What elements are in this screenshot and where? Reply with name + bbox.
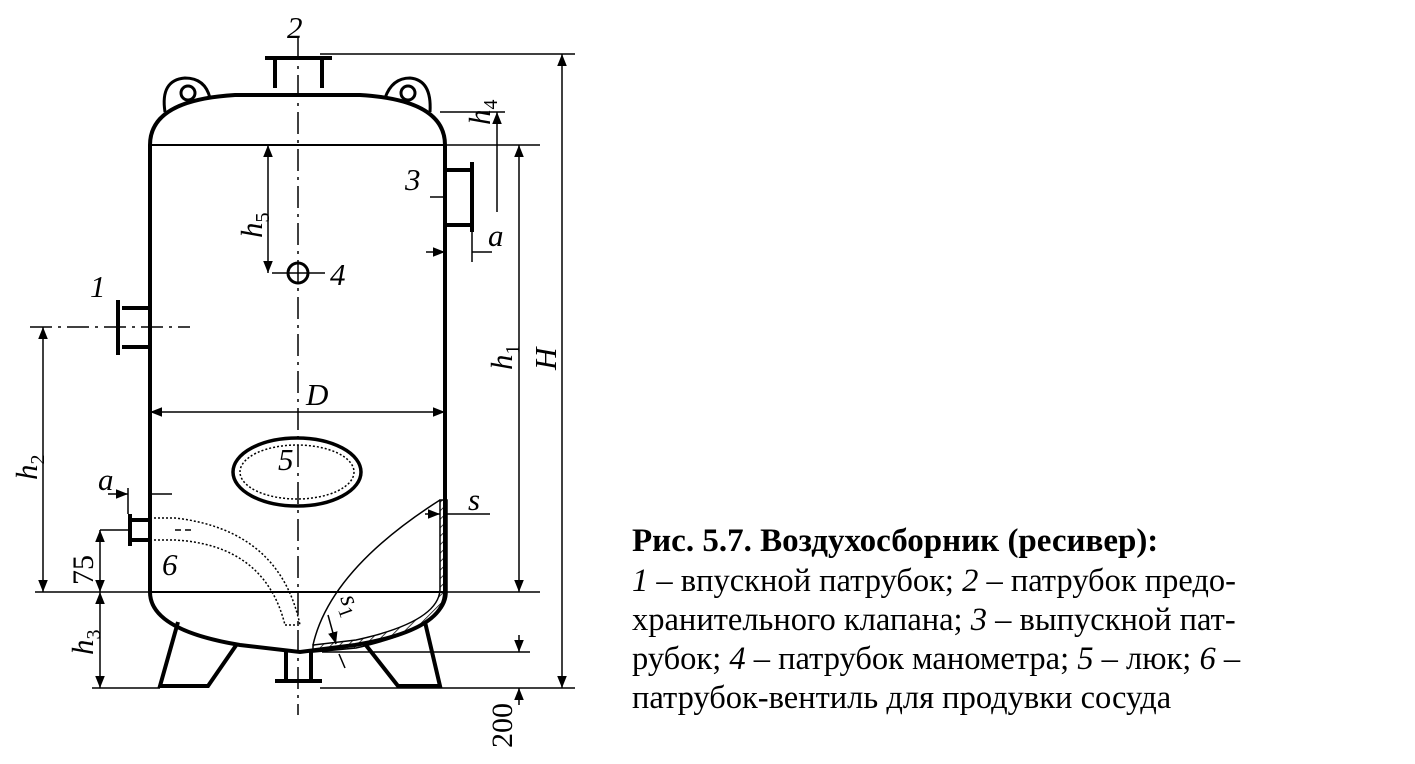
- svg-text:h3: h3: [65, 630, 105, 656]
- dim-h3: [92, 592, 160, 689]
- label-75: 75: [67, 555, 100, 585]
- dim-200: [322, 635, 530, 705]
- caption-line-3: рубок; 4 – патрубок манометра; 5 – люк; …: [632, 641, 1241, 677]
- svg-text:75: 75: [67, 555, 100, 585]
- label-2: 2: [287, 10, 303, 45]
- figure-caption: Рис. 5.7. Воздухосборник (ресивер): 1 – …: [632, 522, 1412, 718]
- svg-text:h4: h4: [462, 100, 502, 126]
- label-h5: h5: [234, 213, 274, 239]
- label-a-left: a: [98, 462, 114, 497]
- lifting-lug-right: [383, 76, 432, 113]
- svg-text:h5: h5: [234, 213, 274, 239]
- outlet-nozzle: [445, 162, 474, 232]
- label-h3: h3: [65, 630, 105, 656]
- dim-a-right: [426, 232, 492, 262]
- svg-text:h2: h2: [9, 455, 49, 481]
- label-h1: h1: [484, 345, 524, 371]
- svg-text:200: 200: [486, 703, 519, 748]
- dim-h4: [440, 111, 505, 212]
- dim-H: [320, 53, 575, 689]
- caption-line-2: хранительного клапана; 3 – выпускной пат…: [632, 602, 1236, 638]
- label-5: 5: [278, 442, 294, 477]
- dim-h1: [445, 144, 540, 593]
- label-4: 4: [330, 257, 346, 292]
- bottom-stub: [275, 652, 322, 683]
- dim-75: [95, 529, 130, 592]
- label-1: 1: [90, 269, 106, 304]
- svg-text:H: H: [528, 346, 563, 371]
- label-a-right: a: [488, 218, 504, 253]
- caption-line-1: 1 – впускной патрубок; 2 – патрубок пред…: [632, 563, 1236, 599]
- label-h4: h4: [462, 100, 502, 126]
- svg-text:h1: h1: [484, 345, 524, 371]
- label-H: H: [528, 346, 563, 371]
- dim-s1: [327, 614, 346, 669]
- manhole: [231, 436, 363, 508]
- label-3: 3: [404, 162, 421, 197]
- label-D: D: [305, 377, 328, 412]
- caption-title: Рис. 5.7. Воздухосборник (ресивер):: [632, 523, 1159, 559]
- dim-a-left: [108, 488, 172, 514]
- caption-line-4: патрубок-вентиль для продувки сосуда: [632, 680, 1172, 716]
- dim-h2: [35, 327, 150, 593]
- lifting-lug-left: [162, 76, 212, 113]
- label-h2: h2: [9, 455, 49, 481]
- manhole-inner: [239, 444, 355, 500]
- label-200: 200: [486, 703, 519, 748]
- support-legs: [157, 621, 443, 688]
- label-6: 6: [162, 547, 178, 582]
- label-s: s: [468, 482, 480, 517]
